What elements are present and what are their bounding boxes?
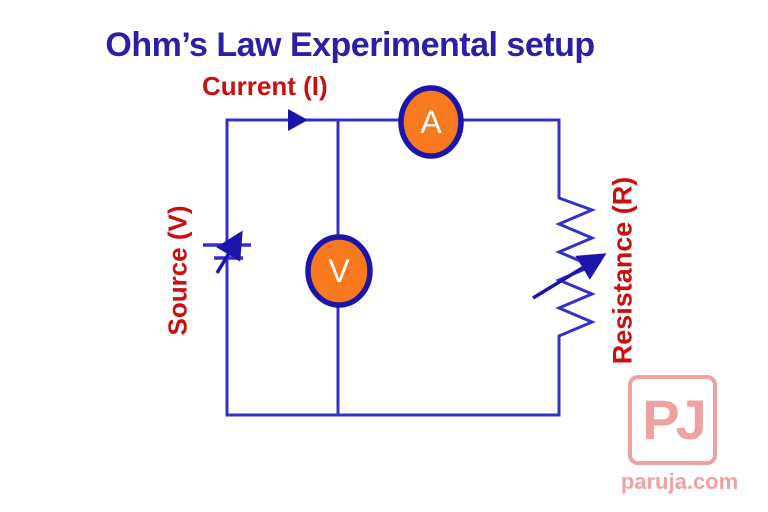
circuit-loop-wire — [225, 118, 597, 417]
ammeter-symbol: A — [398, 85, 464, 159]
current-direction-icon — [288, 109, 308, 131]
variable-resistor-arrow-icon — [532, 253, 607, 300]
voltmeter-letter: V — [328, 253, 350, 289]
brand-website: paruja.com — [620, 469, 739, 494]
variable-source-icon — [203, 230, 251, 274]
ammeter-letter: A — [420, 104, 442, 140]
brand-logo: PJ — [628, 375, 717, 465]
voltmeter-symbol: V — [305, 234, 373, 308]
current-label: Current (I) — [202, 71, 328, 101]
page-title: Ohm’s Law Experimental setup — [105, 26, 595, 64]
brand-monogram: PJ — [642, 388, 706, 451]
